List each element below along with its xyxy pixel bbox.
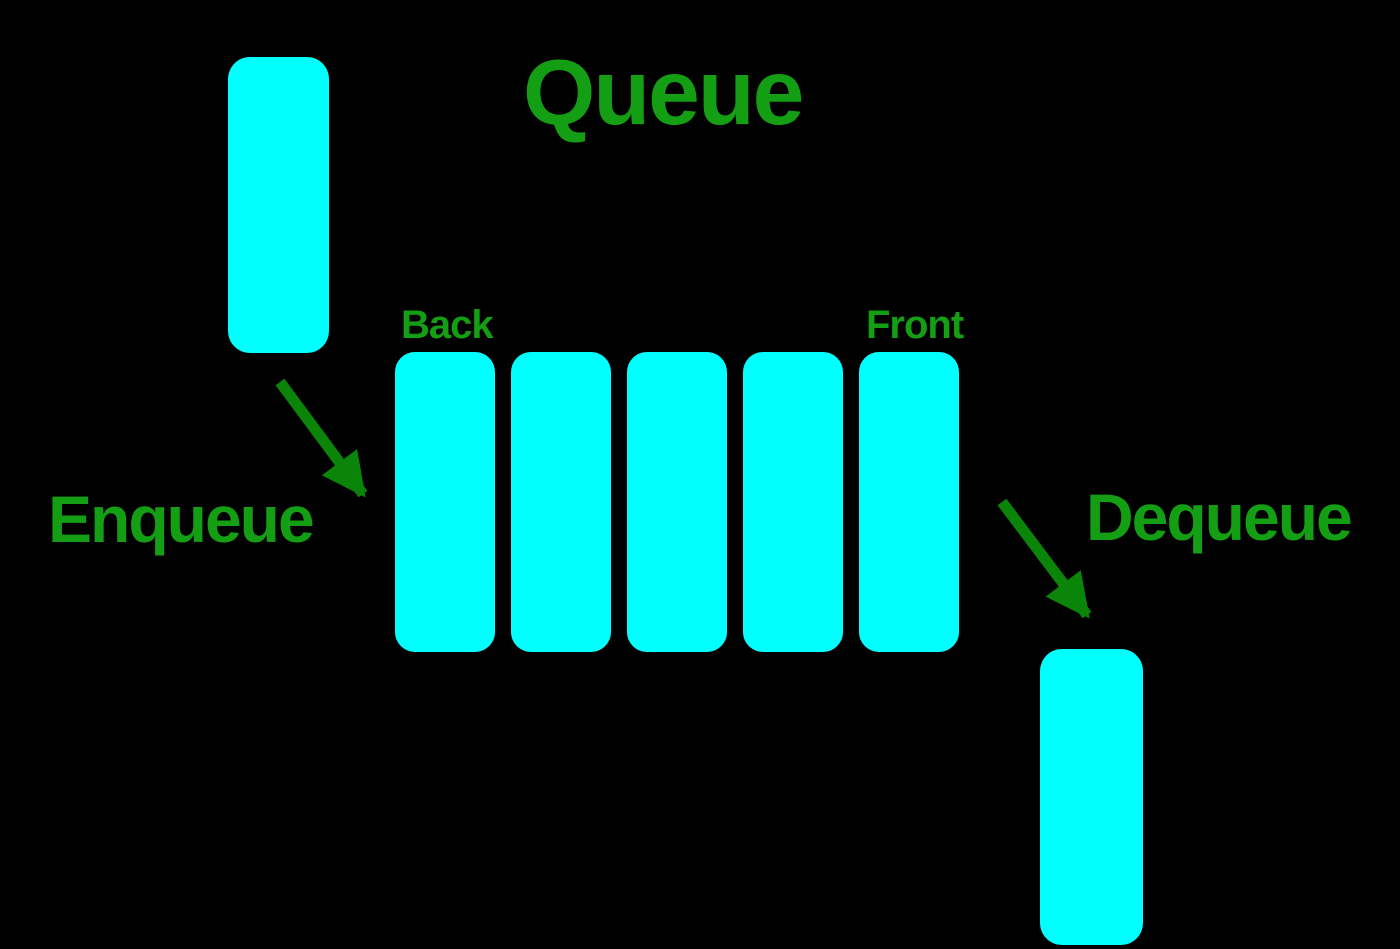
dequeue-label: Dequeue: [1086, 480, 1353, 554]
queue-cell: [743, 352, 843, 652]
queue-cells: [395, 352, 959, 652]
dequeue-arrow-icon: [997, 498, 1092, 619]
incoming-item-box: [228, 57, 329, 353]
queue-cell: [511, 352, 611, 652]
front-label: Front: [866, 303, 964, 347]
page-title: Queue: [523, 40, 804, 144]
queue-cell: [859, 352, 959, 652]
queue-cell: [395, 352, 495, 652]
outgoing-item-box: [1040, 649, 1143, 945]
queue-cell: [627, 352, 727, 652]
enqueue-label: Enqueue: [48, 482, 315, 556]
enqueue-arrow-icon: [275, 378, 368, 498]
back-label: Back: [401, 303, 494, 347]
